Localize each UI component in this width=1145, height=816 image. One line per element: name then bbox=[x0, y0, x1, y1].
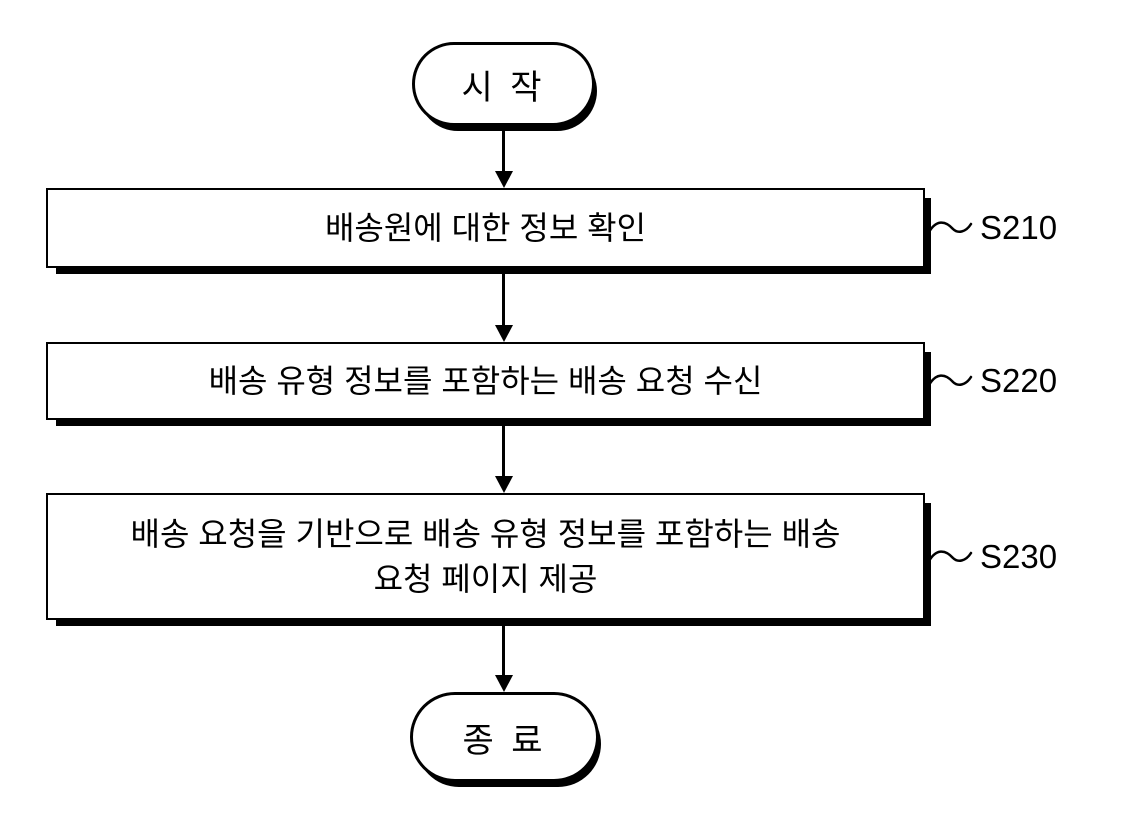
step-label-s210: S210 bbox=[927, 188, 1057, 268]
arrow-shaft bbox=[502, 424, 505, 477]
process-box-s230: 배송 요청을 기반으로 배송 유형 정보를 포함하는 배송 요청 페이지 제공 bbox=[46, 493, 925, 620]
step-id: S210 bbox=[980, 209, 1058, 246]
arrow-down-icon bbox=[493, 624, 514, 692]
arrow-head bbox=[494, 476, 513, 493]
arrow-down-icon bbox=[493, 272, 514, 342]
arrow-head bbox=[494, 675, 513, 692]
end-label: 종 료 bbox=[462, 721, 547, 760]
process-text: 요청 페이지 제공 bbox=[373, 560, 598, 597]
start-label: 시 작 bbox=[461, 68, 546, 107]
process-text: 배송원에 대한 정보 확인 bbox=[324, 209, 647, 246]
step-label-s220: S220 bbox=[927, 342, 1057, 420]
tilde-connector-icon bbox=[927, 221, 973, 234]
tilde-connector-icon bbox=[927, 549, 973, 562]
tilde-connector-icon bbox=[927, 374, 973, 387]
start-terminal: 시 작 bbox=[412, 42, 595, 126]
process-box-s210: 배송원에 대한 정보 확인 bbox=[46, 188, 925, 268]
arrow-shaft bbox=[502, 126, 505, 172]
arrow-shaft bbox=[502, 272, 505, 326]
arrow-head bbox=[494, 325, 513, 342]
arrow-head bbox=[494, 171, 513, 188]
process-box-s220: 배송 유형 정보를 포함하는 배송 요청 수신 bbox=[46, 342, 925, 420]
step-label-s230: S230 bbox=[927, 493, 1057, 620]
arrow-shaft bbox=[502, 624, 505, 676]
arrow-down-icon bbox=[493, 126, 514, 188]
arrow-down-icon bbox=[493, 424, 514, 493]
step-id: S230 bbox=[980, 537, 1058, 575]
process-text: 배송 유형 정보를 포함하는 배송 요청 수신 bbox=[208, 362, 763, 399]
step-id: S220 bbox=[980, 362, 1058, 399]
end-terminal: 종 료 bbox=[410, 692, 599, 782]
process-text: 배송 요청을 기반으로 배송 유형 정보를 포함하는 배송 bbox=[130, 516, 841, 553]
